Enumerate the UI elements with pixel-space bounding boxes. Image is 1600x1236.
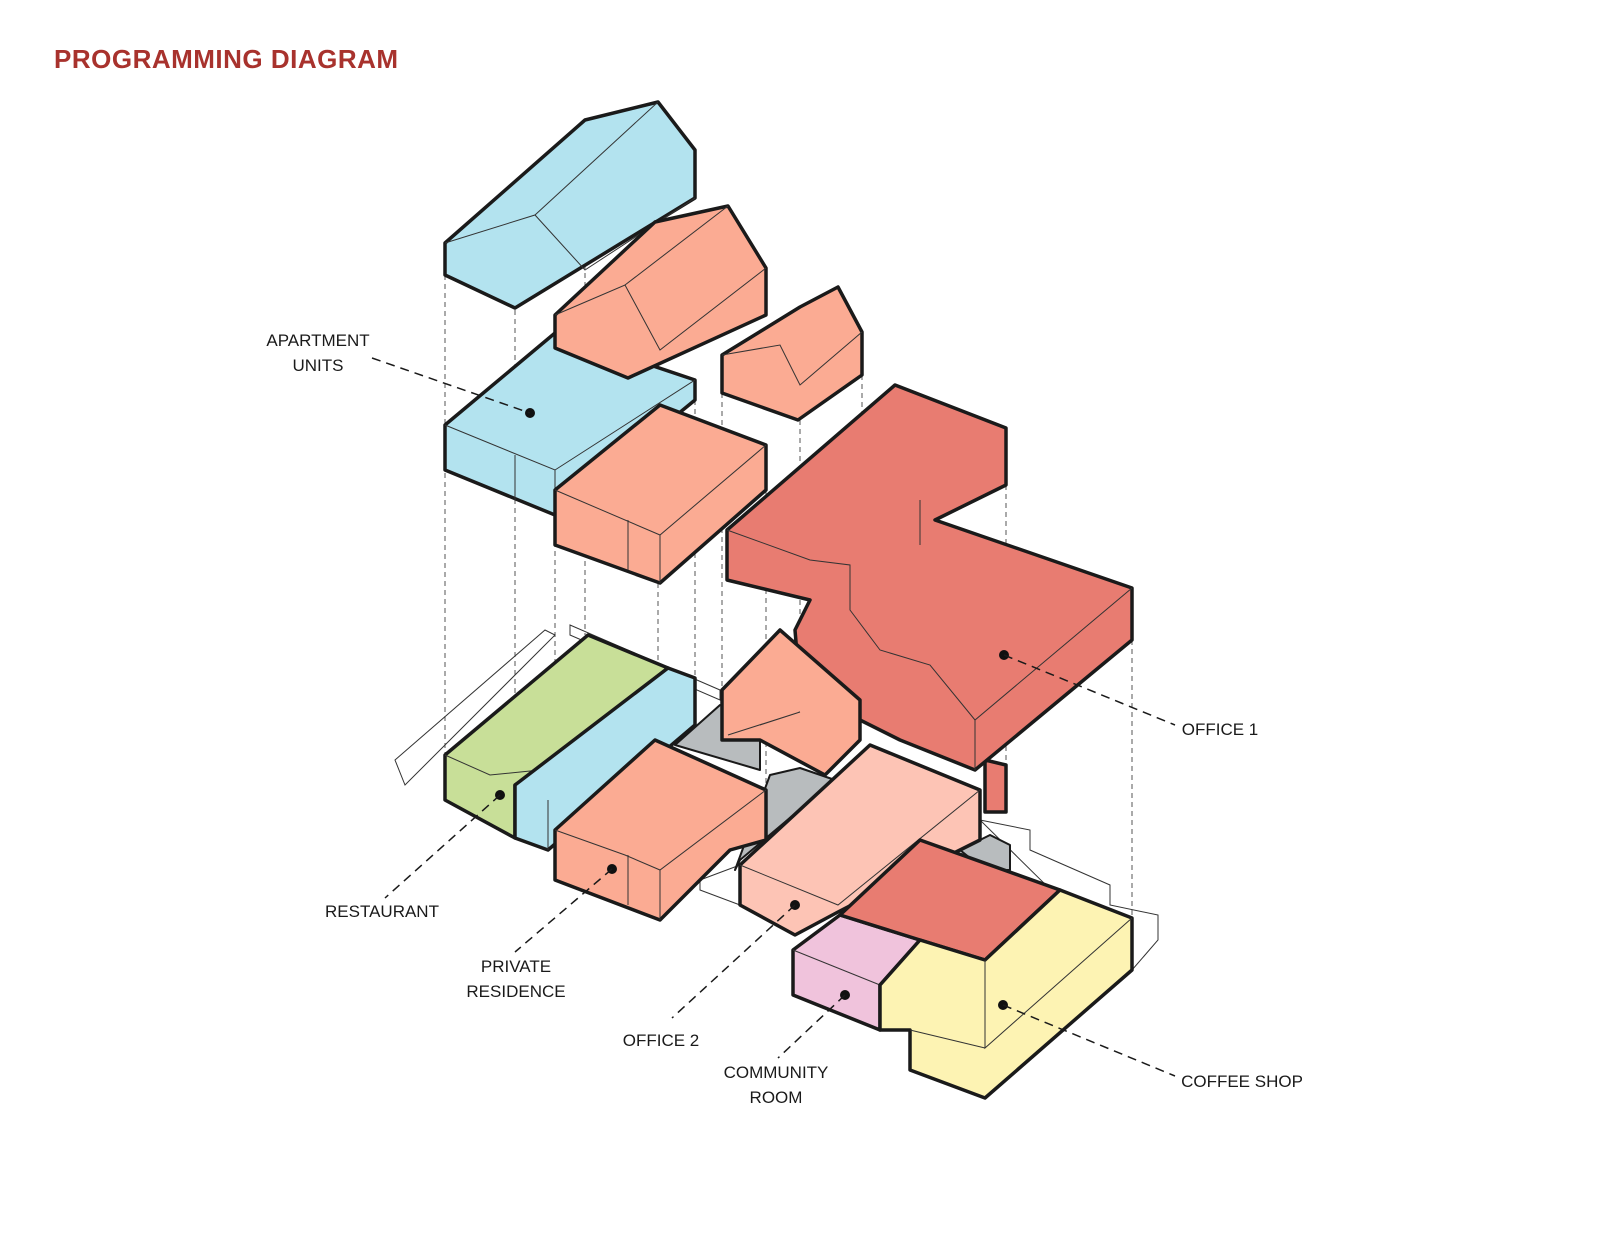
label-community-room-line2: ROOM [750, 1088, 803, 1107]
diagram-title: PROGRAMMING DIAGRAM [54, 44, 399, 74]
apartment-units [443, 100, 697, 517]
private-residence-block [553, 738, 768, 922]
coffee-shop-block [838, 838, 1134, 1100]
stair-block [720, 628, 862, 777]
apartment-ground [513, 666, 697, 852]
label-restaurant: RESTAURANT [325, 902, 439, 921]
label-office-1: OFFICE 1 [1182, 720, 1259, 739]
label-community-room-line1: COMMUNITY [724, 1063, 829, 1082]
leader-lines [371, 357, 1176, 1077]
label-apartment-units-line1: APARTMENT [266, 331, 369, 350]
residence-upper [553, 204, 864, 585]
label-coffee-shop: COFFEE SHOP [1181, 1072, 1303, 1091]
label-apartment-units-line2: UNITS [293, 356, 344, 375]
label-office-2: OFFICE 2 [623, 1031, 700, 1050]
label-private-residence-line2: RESIDENCE [466, 982, 565, 1001]
label-private-residence-line1: PRIVATE [481, 957, 551, 976]
